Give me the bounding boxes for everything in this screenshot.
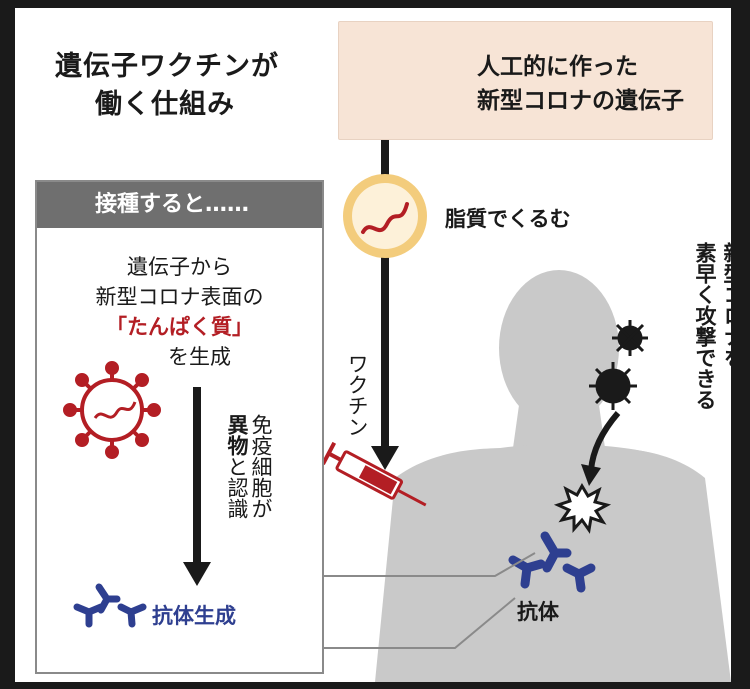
protein-label: 「たんぱく質」 bbox=[106, 315, 253, 339]
diagram-title: 遺伝子ワクチンが 働く仕組み bbox=[55, 48, 279, 124]
top-box-text: 人工的に作った 新型コロナの遺伝子 bbox=[477, 50, 684, 118]
top-box-line-2: 新型コロナの遺伝子 bbox=[477, 88, 684, 114]
desc-line-4: を生成 bbox=[168, 345, 231, 369]
vaccine-flow-arrowhead bbox=[371, 446, 399, 470]
connector-line-bottom bbox=[307, 597, 516, 649]
panel-header: 接種すると…… bbox=[37, 182, 322, 228]
immune-text-col-2: 異物と認識 bbox=[225, 414, 249, 519]
vaccine-label: ワクチン bbox=[345, 353, 369, 437]
syringe-icon bbox=[321, 441, 427, 507]
immune-text-col-1: 免疫細胞が bbox=[249, 414, 273, 519]
infographic: 遺伝子ワクチンが 働く仕組み 人工的に作った 新型コロナの遺伝子 脂質でくるむ … bbox=[15, 8, 731, 682]
antibody-label: 抗体 bbox=[517, 600, 559, 624]
panel-description: 遺伝子から 新型コロナ表面の 「たんぱく質」 を生成 bbox=[37, 252, 322, 372]
attack-text-col-1: 新型コロナを bbox=[721, 242, 731, 368]
virus-small-icon bbox=[612, 320, 648, 356]
connector-line-top bbox=[307, 552, 536, 577]
attack-arrow bbox=[588, 411, 621, 471]
virus-protein-icon bbox=[63, 361, 161, 459]
lipid-label: 脂質でくるむ bbox=[445, 207, 571, 231]
title-line-1: 遺伝子ワクチンが bbox=[55, 51, 279, 82]
lipid-particle-icon bbox=[343, 174, 427, 258]
desc-line-1: 遺伝子から bbox=[127, 255, 232, 279]
attack-text-col-2: 素早く攻撃できる bbox=[693, 242, 717, 410]
title-line-2: 働く仕組み bbox=[95, 89, 235, 120]
burst-icon bbox=[553, 483, 612, 534]
desc-line-2: 新型コロナ表面の bbox=[95, 285, 264, 309]
top-box-line-1: 人工的に作った bbox=[477, 54, 638, 80]
diagram-graphics bbox=[307, 53, 731, 682]
attack-arrowhead bbox=[581, 464, 601, 486]
vaccination-panel: 接種すると…… 遺伝子から 新型コロナ表面の 「たんぱく質」 を生成 bbox=[35, 180, 324, 674]
panel-graphics bbox=[63, 361, 211, 628]
antibody-production-label: 抗体生成 bbox=[152, 604, 236, 628]
immune-text: 免疫細胞が 異物と認識 bbox=[225, 414, 273, 519]
attack-text: 新型コロナを 素早く攻撃できる bbox=[691, 242, 731, 410]
antibody-panel-icon bbox=[73, 583, 147, 628]
panel-flow-arrowhead bbox=[183, 562, 211, 586]
virus-large-icon bbox=[589, 362, 637, 410]
top-box: 人工的に作った 新型コロナの遺伝子 bbox=[338, 21, 713, 140]
